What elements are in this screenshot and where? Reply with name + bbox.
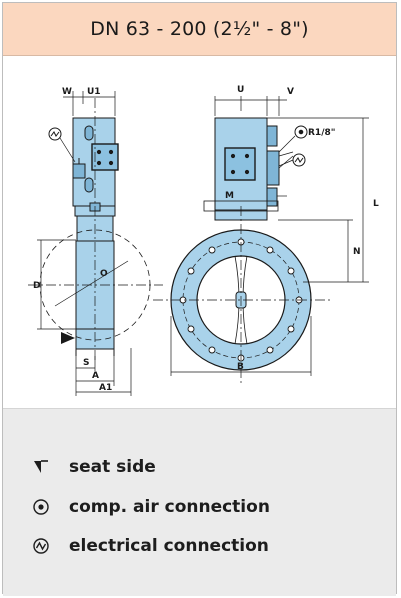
- legend-item-compressed-air: comp. air connection: [29, 497, 270, 517]
- dim-label-a1: A1: [99, 383, 112, 393]
- dim-label-s: S: [83, 358, 89, 368]
- seat-side-marker: [61, 332, 75, 344]
- compressed-air-icon: [29, 497, 53, 517]
- seat-side-icon: [29, 457, 53, 477]
- dim-label-o: O: [100, 269, 108, 279]
- dimension-drawing: W U1 U V R1/8" M L N D O S A A1 B: [3, 56, 396, 408]
- valve-datasheet-card: DN 63 - 200 (2½" - 8"): [2, 2, 397, 596]
- dim-label-n: N: [353, 247, 361, 257]
- dim-label-v: V: [287, 87, 294, 97]
- dim-label-u: U: [237, 85, 244, 95]
- dim-label-a: A: [92, 371, 99, 381]
- legend-item-electrical: electrical connection: [29, 536, 269, 556]
- legend-item-seat-side: seat side: [29, 457, 156, 477]
- size-range-title: DN 63 - 200 (2½" - 8"): [90, 18, 309, 40]
- front-control-box: [224, 147, 256, 181]
- legend-label-electrical: electrical connection: [69, 536, 269, 556]
- side-control-box: [91, 143, 119, 171]
- legend-label-compressed-air: comp. air connection: [69, 497, 270, 517]
- legend-label-seat-side: seat side: [69, 457, 156, 477]
- dim-label-r18: R1/8": [308, 128, 335, 138]
- dim-label-d: D: [33, 281, 40, 291]
- dim-label-l: L: [373, 199, 379, 209]
- dim-label-u1: U1: [87, 87, 101, 97]
- dim-label-w: W: [62, 87, 72, 97]
- dimension-drawing-svg: W U1 U V R1/8" M L N D O S A A1 B: [28, 85, 379, 396]
- legend-panel: seat side comp. air connection electrica…: [3, 408, 396, 596]
- dim-label-m: M: [225, 191, 234, 201]
- dim-label-b: B: [237, 362, 244, 372]
- electrical-connection-icon: [29, 536, 53, 556]
- size-range-header: DN 63 - 200 (2½" - 8"): [3, 3, 396, 56]
